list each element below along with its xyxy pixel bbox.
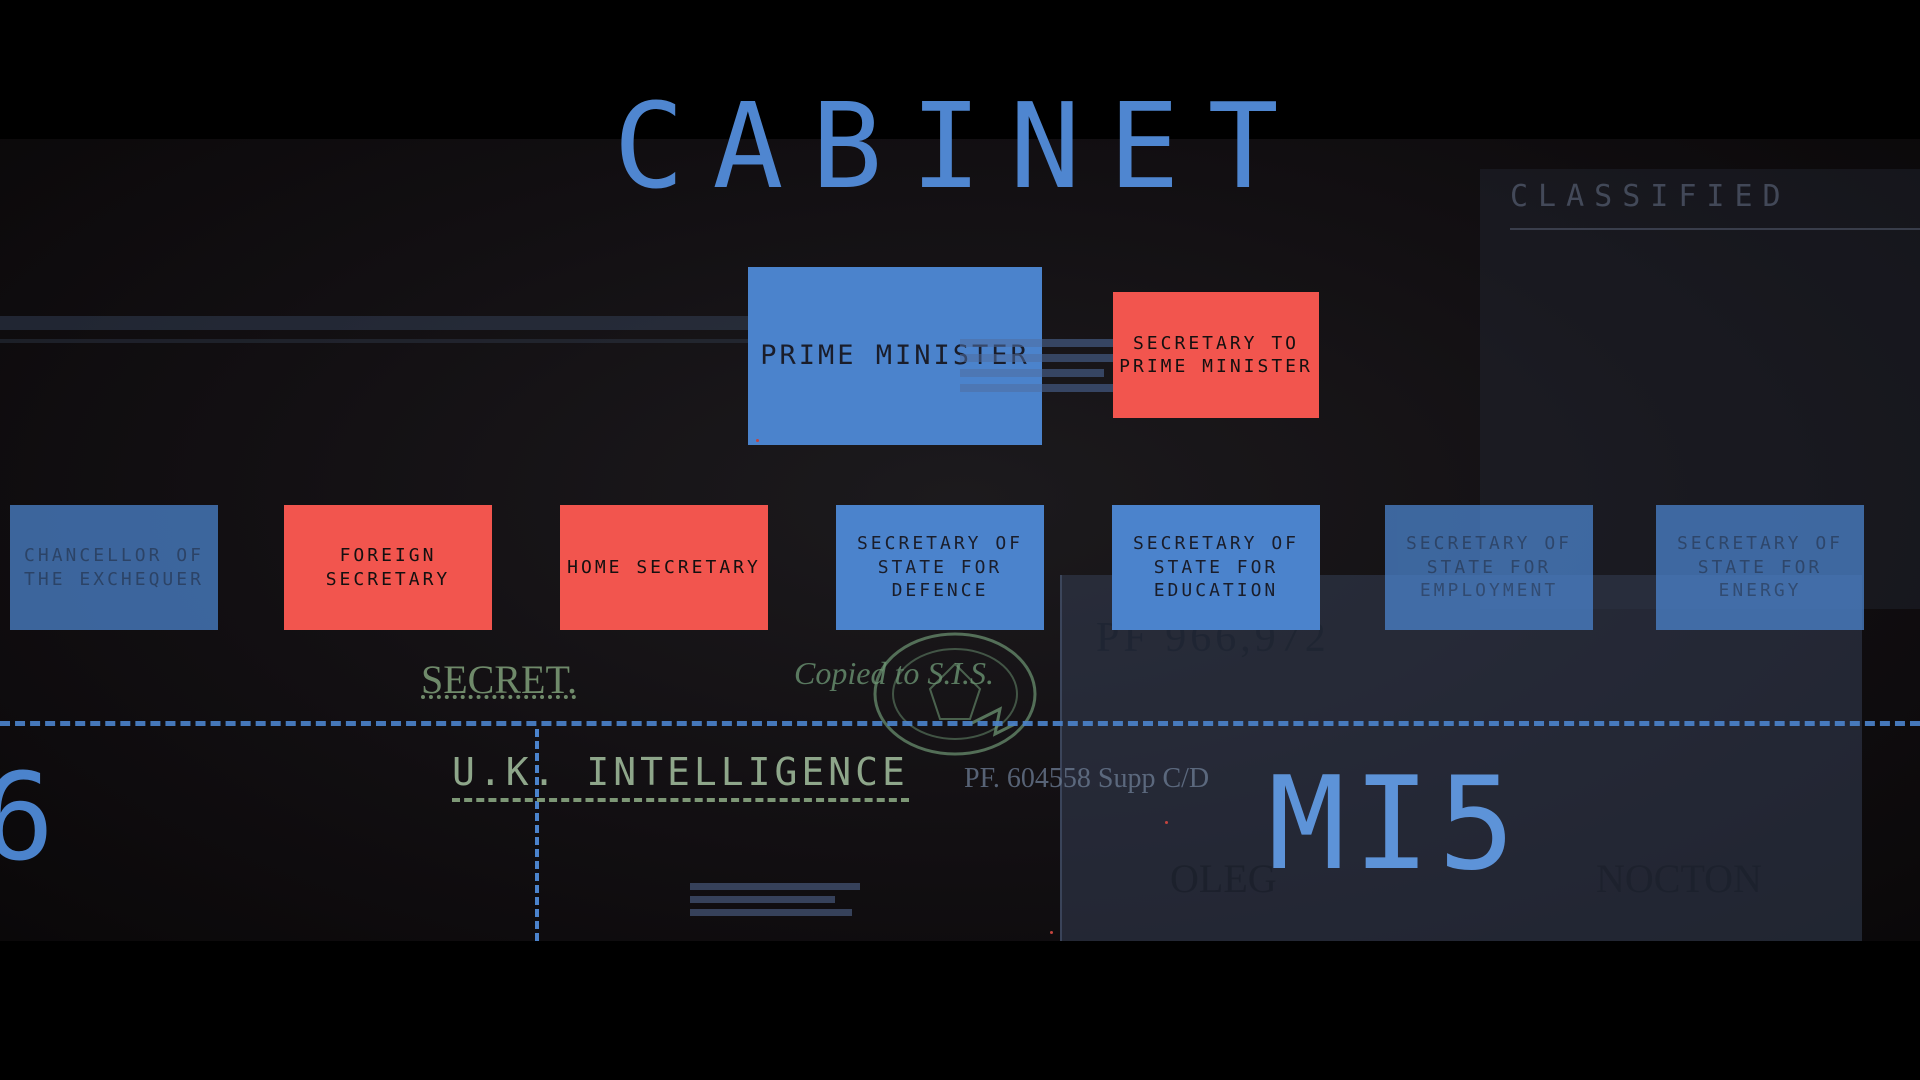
redaction-lines bbox=[960, 339, 1200, 439]
left-agency-label: 6 bbox=[0, 749, 55, 888]
mi5-label: MI5 bbox=[1268, 750, 1524, 899]
diagram-stage: CLASSIFIED PF 966,972 OLEG NOCTON CABINE… bbox=[0, 87, 1920, 941]
intelligence-divider bbox=[0, 721, 1920, 726]
cabinet-title: CABINET bbox=[613, 77, 1307, 215]
classified-label: CLASSIFIED bbox=[1510, 179, 1791, 214]
foreign-secretary-box: FOREIGN SECRETARY bbox=[284, 505, 492, 630]
energy-secretary-box: SECRETARY OF STATE FOR ENERGY bbox=[1656, 505, 1864, 630]
file-name-right: NOCTON bbox=[1596, 856, 1762, 901]
home-secretary-box: HOME SECRETARY bbox=[560, 505, 768, 630]
file-card-panel bbox=[1060, 575, 1862, 941]
file-name-left: OLEG bbox=[1170, 856, 1277, 901]
secretary-to-pm-box: SECRETARY TO PRIME MINISTER bbox=[1113, 292, 1319, 418]
royal-crest-icon bbox=[873, 632, 1037, 756]
defence-secretary-box: SECRETARY OF STATE FOR DEFENCE bbox=[836, 505, 1044, 630]
film-speck bbox=[1050, 931, 1053, 934]
classified-rule bbox=[1510, 228, 1920, 230]
education-secretary-box: SECRETARY OF STATE FOR EDUCATION bbox=[1112, 505, 1320, 630]
film-speck bbox=[1165, 821, 1168, 824]
background-band bbox=[0, 339, 800, 343]
background-band bbox=[0, 316, 760, 330]
redaction-lines bbox=[690, 883, 860, 922]
chancellor-box: CHANCELLOR OF THE EXCHEQUER bbox=[10, 505, 218, 630]
employment-secretary-box: SECRETARY OF STATE FOR EMPLOYMENT bbox=[1385, 505, 1593, 630]
secret-stamp: SECRET. bbox=[421, 657, 577, 702]
film-speck bbox=[756, 439, 759, 442]
intelligence-connector bbox=[535, 729, 539, 941]
uk-intelligence-label: U.K. INTELLIGENCE bbox=[452, 750, 909, 802]
file-reference-number: PF. 604558 Supp C/D bbox=[964, 763, 1210, 794]
